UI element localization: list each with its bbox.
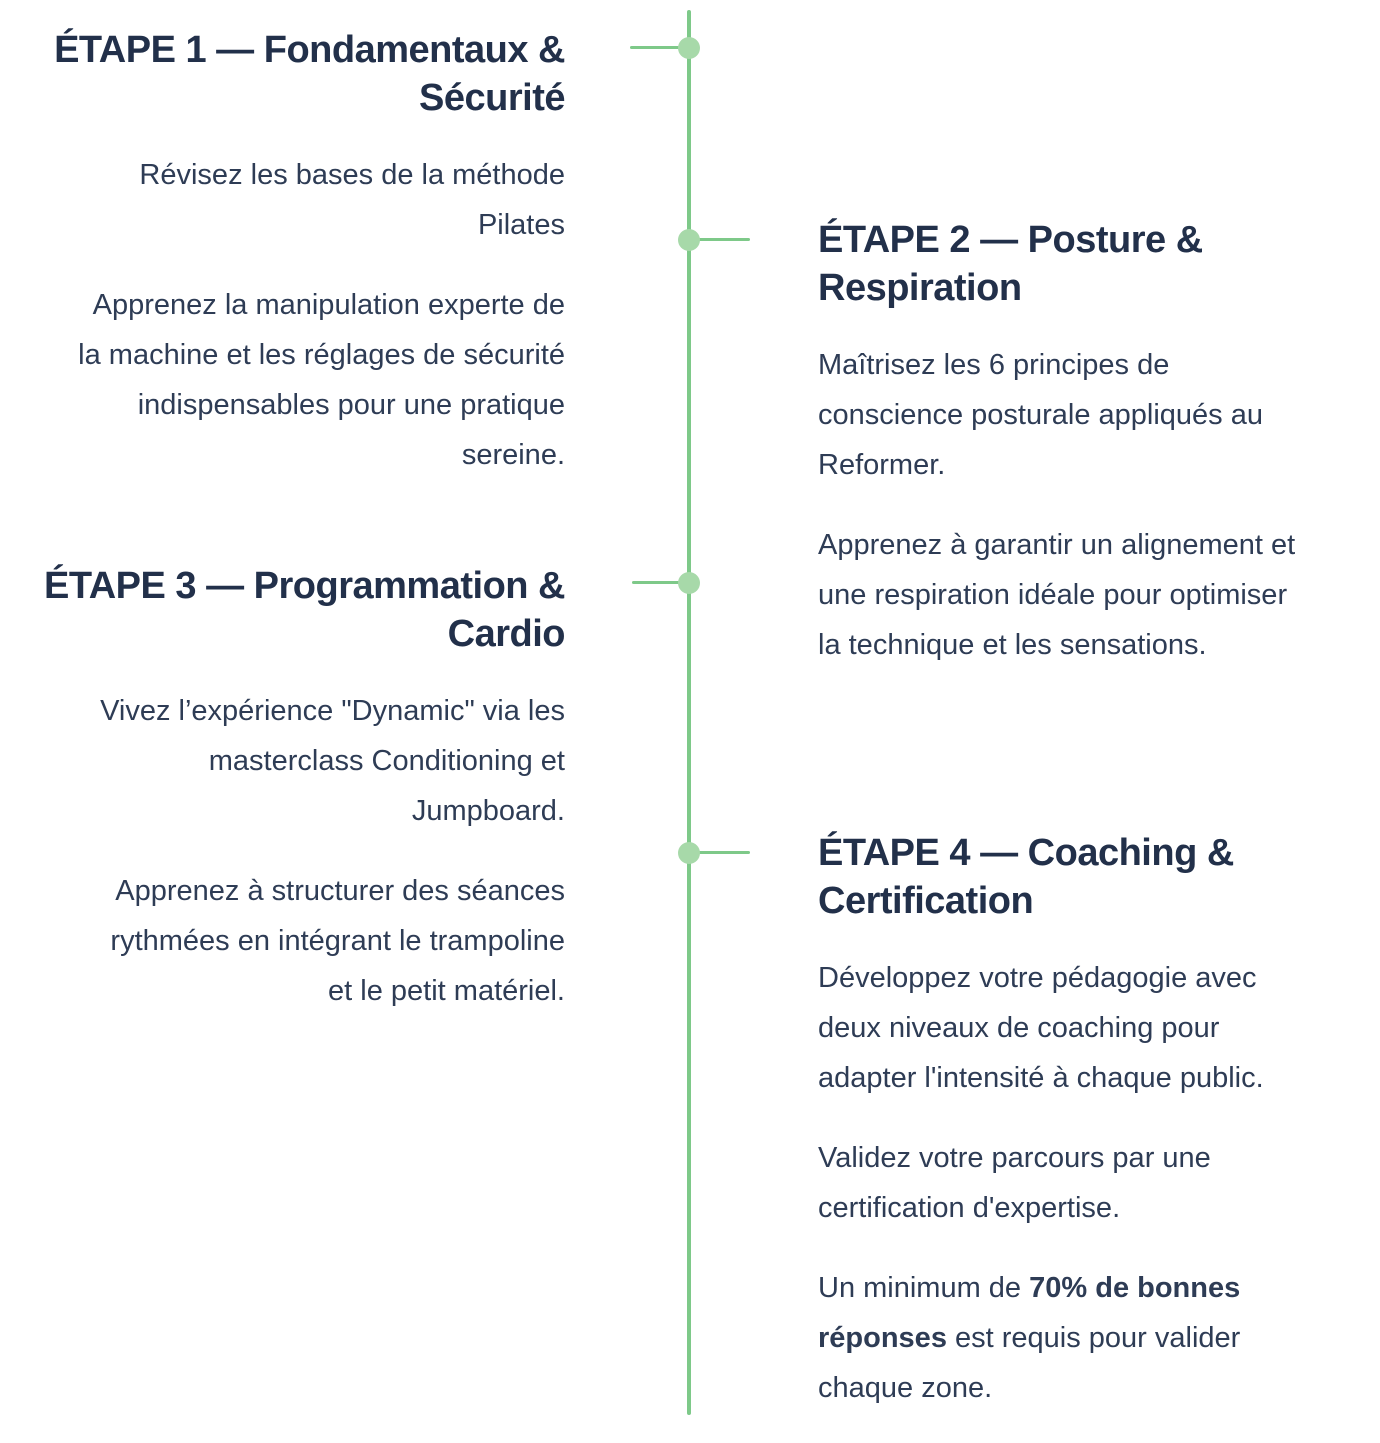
timeline-dot-step-1 xyxy=(678,37,700,59)
minimum-score-text-before: Un minimum de xyxy=(818,1272,1030,1304)
step-3-block: ÉTAPE 3 — Programmation & Cardio Vivez l… xyxy=(0,562,566,1046)
step-4-block: ÉTAPE 4 — Coaching & Certification Dével… xyxy=(818,829,1380,1443)
step-4-paragraph-2: Validez votre parcours par une certifica… xyxy=(818,1142,1211,1224)
step-3-paragraph-1: Vivez l’expérience "Dynamic" via les mas… xyxy=(100,695,565,827)
step-1-paragraph-1: Révisez les bases de la méthode Pilates xyxy=(139,159,565,241)
step-2-title: ÉTAPE 2 — Posture & Respiration xyxy=(818,219,1203,309)
timeline-connector-step-2 xyxy=(689,238,750,241)
minimum-score-bold-line-1: 70% de bonnes xyxy=(1029,1272,1241,1304)
step-4-paragraph-3: Un minimum de 70% de bonnes réponses est … xyxy=(818,1263,1380,1413)
step-2-paragraph-1: Maîtrisez les 6 principes de conscience … xyxy=(818,349,1263,481)
step-2-block: ÉTAPE 2 — Posture & Respiration Maîtrise… xyxy=(818,216,1380,700)
timeline-dot-step-4 xyxy=(678,842,700,864)
step-1-block: ÉTAPE 1 — Fondamentaux & Sécurité Révise… xyxy=(0,26,565,510)
timeline-dot-step-3 xyxy=(678,572,700,594)
step-3-paragraph-2: Apprenez à structurer des séances rythmé… xyxy=(110,875,565,1007)
step-3-title: ÉTAPE 3 — Programmation & Cardio xyxy=(43,565,566,655)
minimum-score-text-last-line: chaque zone. xyxy=(818,1372,993,1404)
step-4-title: ÉTAPE 4 — Coaching & Certification xyxy=(818,832,1234,922)
timeline-line xyxy=(687,10,691,1415)
step-4-paragraph-1: Développez votre pédagogie avec deux niv… xyxy=(818,962,1264,1094)
step-2-paragraph-2: Apprenez à garantir un alignement et une… xyxy=(818,529,1296,661)
timeline-connector-step-3 xyxy=(632,581,689,584)
minimum-score-bold-line-2: réponses xyxy=(818,1322,947,1354)
step-1-paragraph-2: Apprenez la manipulation experte de la m… xyxy=(78,289,565,471)
timeline-connector-step-4 xyxy=(689,851,750,854)
timeline-connector-step-1 xyxy=(630,46,689,49)
timeline-dot-step-2 xyxy=(678,229,700,251)
minimum-score-text-after: est requis pour valider xyxy=(946,1322,1241,1354)
step-1-title: ÉTAPE 1 — Fondamentaux & Sécurité xyxy=(54,29,565,119)
